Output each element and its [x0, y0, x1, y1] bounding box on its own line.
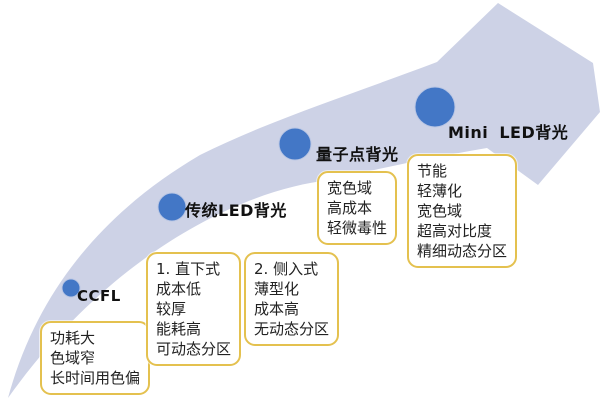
- note-line: 轻微毒性: [327, 219, 388, 237]
- note-line: 节能: [417, 162, 448, 180]
- ccfl-dot: [61, 278, 81, 298]
- direct-lit-note-box: 1. 直下式 成本低 较厚 能耗高 可动态分区: [146, 252, 242, 366]
- note-line: 高成本: [327, 199, 373, 217]
- quantum-dot-note-box: 宽色域 高成本 轻微毒性: [317, 171, 398, 245]
- note-line: 成本低: [156, 280, 202, 298]
- ccfl-note-box: 功耗大 色域窄 长时间用色偏: [40, 321, 151, 395]
- mini-led-dot: [414, 86, 456, 128]
- stage-label-ccfl: CCFL: [77, 287, 121, 305]
- note-line: 1. 直下式: [156, 260, 221, 278]
- stage-label-quantum-dot: 量子点背光: [316, 145, 399, 164]
- note-line: 色域窄: [50, 349, 96, 367]
- note-line: 2. 侧入式: [254, 260, 319, 278]
- stage-label-mini-led: Mini LED背光: [448, 123, 569, 142]
- note-line: 无动态分区: [254, 320, 330, 338]
- note-line: 精细动态分区: [417, 242, 508, 260]
- note-line: 超高对比度: [417, 222, 493, 240]
- quantum-dot-dot: [278, 127, 312, 161]
- note-line: 能耗高: [156, 320, 202, 338]
- traditional-led-dot: [157, 192, 187, 222]
- note-line: 宽色域: [327, 179, 373, 197]
- stage-label-traditional-led: 传统LED背光: [185, 201, 287, 220]
- note-line: 可动态分区: [156, 340, 232, 358]
- edge-lit-note-box: 2. 侧入式 薄型化 成本高 无动态分区: [244, 252, 340, 346]
- note-line: 成本高: [254, 300, 300, 318]
- note-line: 轻薄化: [417, 182, 463, 200]
- note-line: 长时间用色偏: [50, 369, 141, 387]
- mini-led-note-box: 节能 轻薄化 宽色域 超高对比度 精细动态分区: [407, 154, 518, 268]
- note-line: 薄型化: [254, 280, 300, 298]
- note-line: 功耗大: [50, 329, 96, 347]
- note-line: 较厚: [156, 300, 187, 318]
- note-line: 宽色域: [417, 202, 463, 220]
